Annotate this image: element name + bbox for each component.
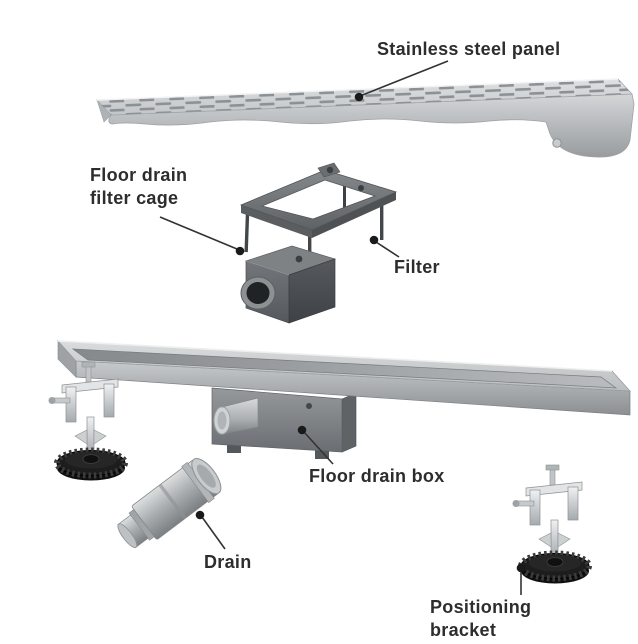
callout-dot-drain-box <box>297 425 307 435</box>
label-drain: Drain <box>204 552 252 572</box>
label-filter: Filter <box>394 257 440 277</box>
callout-dot-bracket <box>516 563 526 573</box>
cage-outlet-opening <box>246 282 270 304</box>
callout-dots <box>195 92 526 573</box>
drain-leader-line <box>201 516 226 550</box>
positioning-bracket-left-image <box>48 361 128 481</box>
filter-screw <box>326 166 334 174</box>
floor-drain-box-image <box>57 340 631 416</box>
drain-housing-image <box>211 387 357 459</box>
label-floor-drain-box: Floor drain box <box>309 466 445 486</box>
panel-screw-hole <box>552 138 562 148</box>
filter-cage-leader-line <box>159 216 238 250</box>
drain-box-leader-line <box>303 431 334 465</box>
callout-dot-filter <box>369 235 379 245</box>
filter-cage-image <box>240 245 337 324</box>
filter-leader-line <box>375 241 400 258</box>
cage-screw <box>295 255 303 263</box>
stainless-steel-panel-image <box>96 78 635 158</box>
label-positioning-bracket: Positioning bracket <box>430 597 532 640</box>
label-filter-cage: Floor drain filter cage <box>90 165 188 208</box>
drain-image <box>117 458 222 549</box>
callout-dot-filter-cage <box>235 246 245 256</box>
panel-leader-line <box>359 60 449 97</box>
callout-dot-drain <box>195 510 205 520</box>
filter-screw <box>358 185 364 191</box>
leader-lines <box>159 60 522 595</box>
callout-dot-panel <box>354 92 364 102</box>
housing-screw <box>306 403 312 409</box>
label-stainless-steel-panel: Stainless steel panel <box>377 39 561 59</box>
filter-image <box>239 162 398 272</box>
